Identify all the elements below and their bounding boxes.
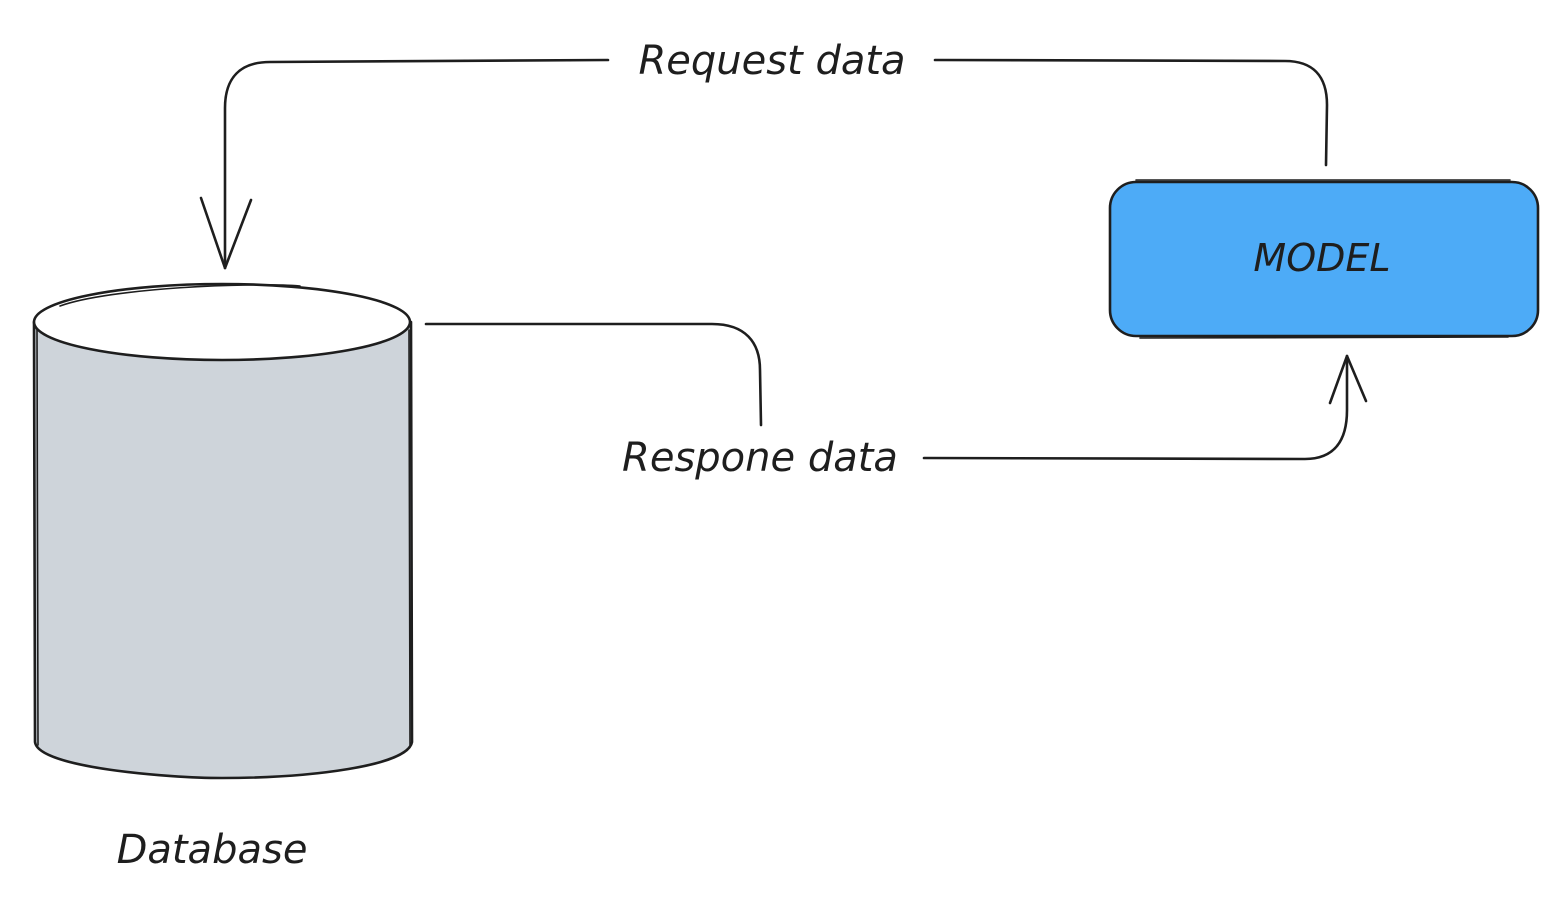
database-body — [34, 322, 412, 778]
model-box-sketch — [1135, 179, 1511, 339]
model-label: MODEL — [1253, 236, 1390, 280]
response-label: Respone data — [622, 435, 898, 481]
request-label: Request data — [638, 38, 905, 84]
database-outline-sketch — [36, 329, 411, 746]
database-top — [32, 282, 412, 362]
request-arrow-line-left — [223, 58, 610, 270]
response-arrowhead-icon — [1328, 354, 1368, 405]
database-outline — [32, 320, 414, 780]
request-arrowhead-icon — [199, 196, 253, 270]
model-node[interactable] — [1108, 179, 1540, 339]
response-arrow-line-right — [922, 354, 1349, 461]
response-arrow — [424, 322, 1368, 461]
request-arrow — [199, 58, 1329, 270]
database-node[interactable] — [32, 282, 414, 780]
model-box — [1108, 180, 1540, 338]
request-arrow-line — [933, 58, 1329, 167]
database-top-sketch — [59, 284, 301, 307]
database-label: Database — [117, 827, 308, 873]
response-arrow-line-top — [424, 322, 763, 427]
